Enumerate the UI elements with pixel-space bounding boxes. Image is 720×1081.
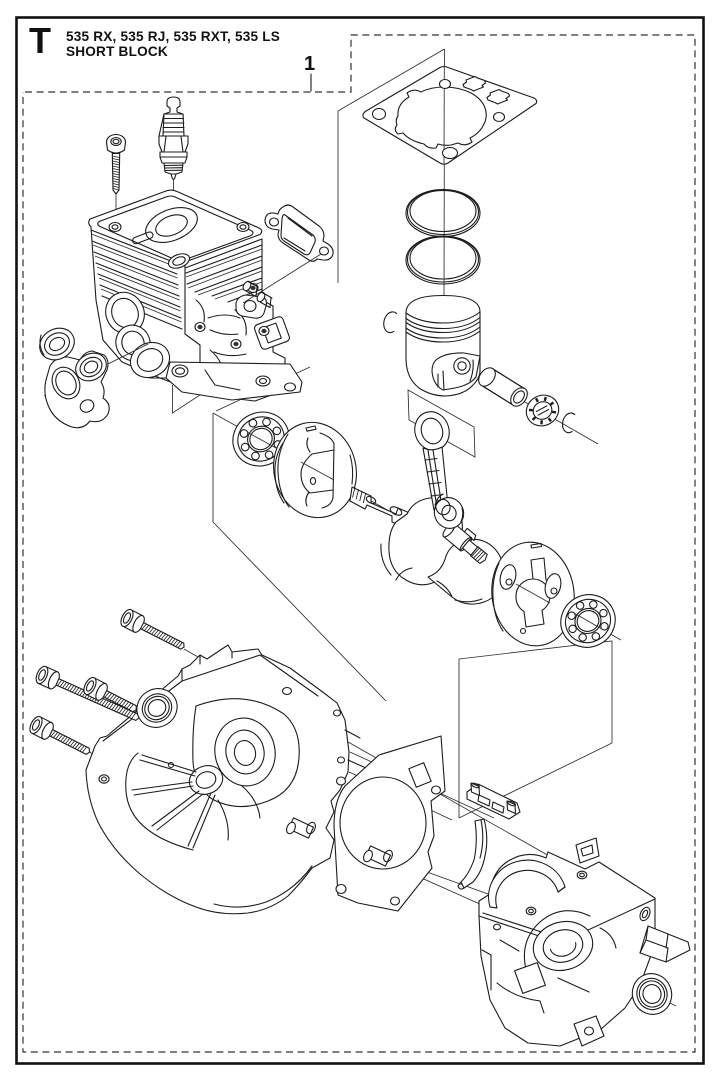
- svg-text:T: T: [29, 20, 51, 61]
- svg-text:SHORT BLOCK: SHORT BLOCK: [66, 44, 168, 59]
- svg-text:1: 1: [304, 53, 315, 75]
- svg-text:535 RX, 535 RJ, 535 RXT, 535 L: 535 RX, 535 RJ, 535 RXT, 535 LS: [66, 29, 280, 44]
